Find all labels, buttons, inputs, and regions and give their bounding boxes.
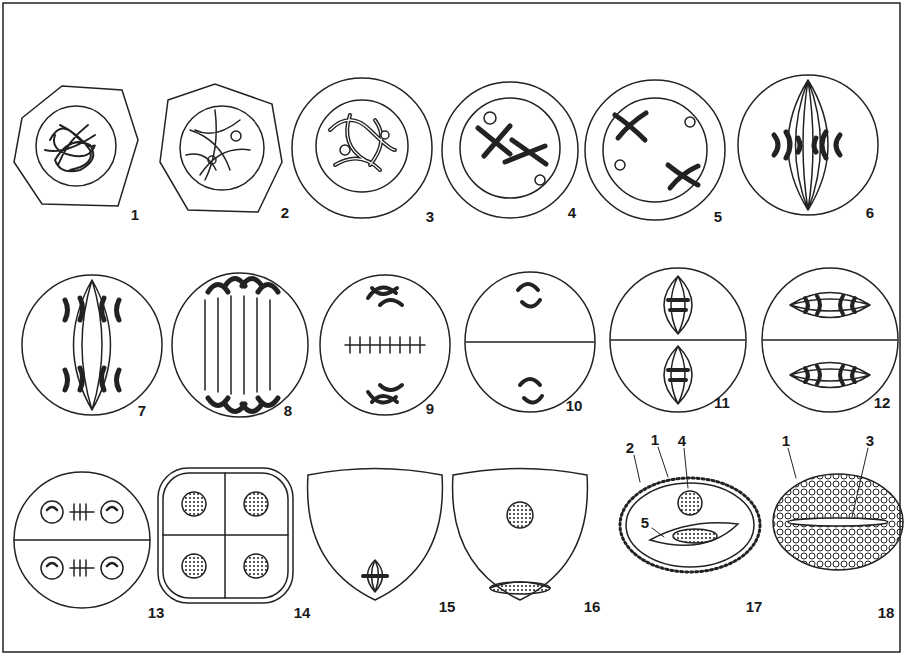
figure-number: 12 bbox=[874, 395, 891, 410]
figure-number: 9 bbox=[426, 401, 434, 416]
callout-number: 4 bbox=[677, 433, 687, 448]
figure-number: 11 bbox=[714, 395, 730, 410]
figure-number: 8 bbox=[284, 403, 292, 418]
figure-number: 15 bbox=[439, 599, 456, 614]
callout-number: 1 bbox=[650, 432, 660, 447]
callout-number: 2 bbox=[625, 440, 635, 455]
callout-number: 1 bbox=[781, 433, 791, 448]
figure-number: 6 bbox=[866, 205, 874, 220]
figure-number: 2 bbox=[281, 205, 289, 220]
figure-number: 10 bbox=[566, 398, 583, 413]
figure-number: 13 bbox=[148, 605, 165, 620]
figure-number: 17 bbox=[746, 599, 763, 614]
figure-number: 18 bbox=[878, 605, 895, 620]
callout-number: 5 bbox=[640, 515, 650, 530]
figure-number: 7 bbox=[138, 403, 146, 418]
figure-number: 3 bbox=[426, 209, 434, 224]
callout-number: 3 bbox=[865, 433, 875, 448]
figure-number: 5 bbox=[714, 209, 722, 224]
figure-number: 14 bbox=[294, 605, 311, 620]
figure-number: 16 bbox=[584, 599, 601, 614]
figure-number: 4 bbox=[568, 205, 576, 220]
figure-number: 1 bbox=[131, 207, 139, 222]
